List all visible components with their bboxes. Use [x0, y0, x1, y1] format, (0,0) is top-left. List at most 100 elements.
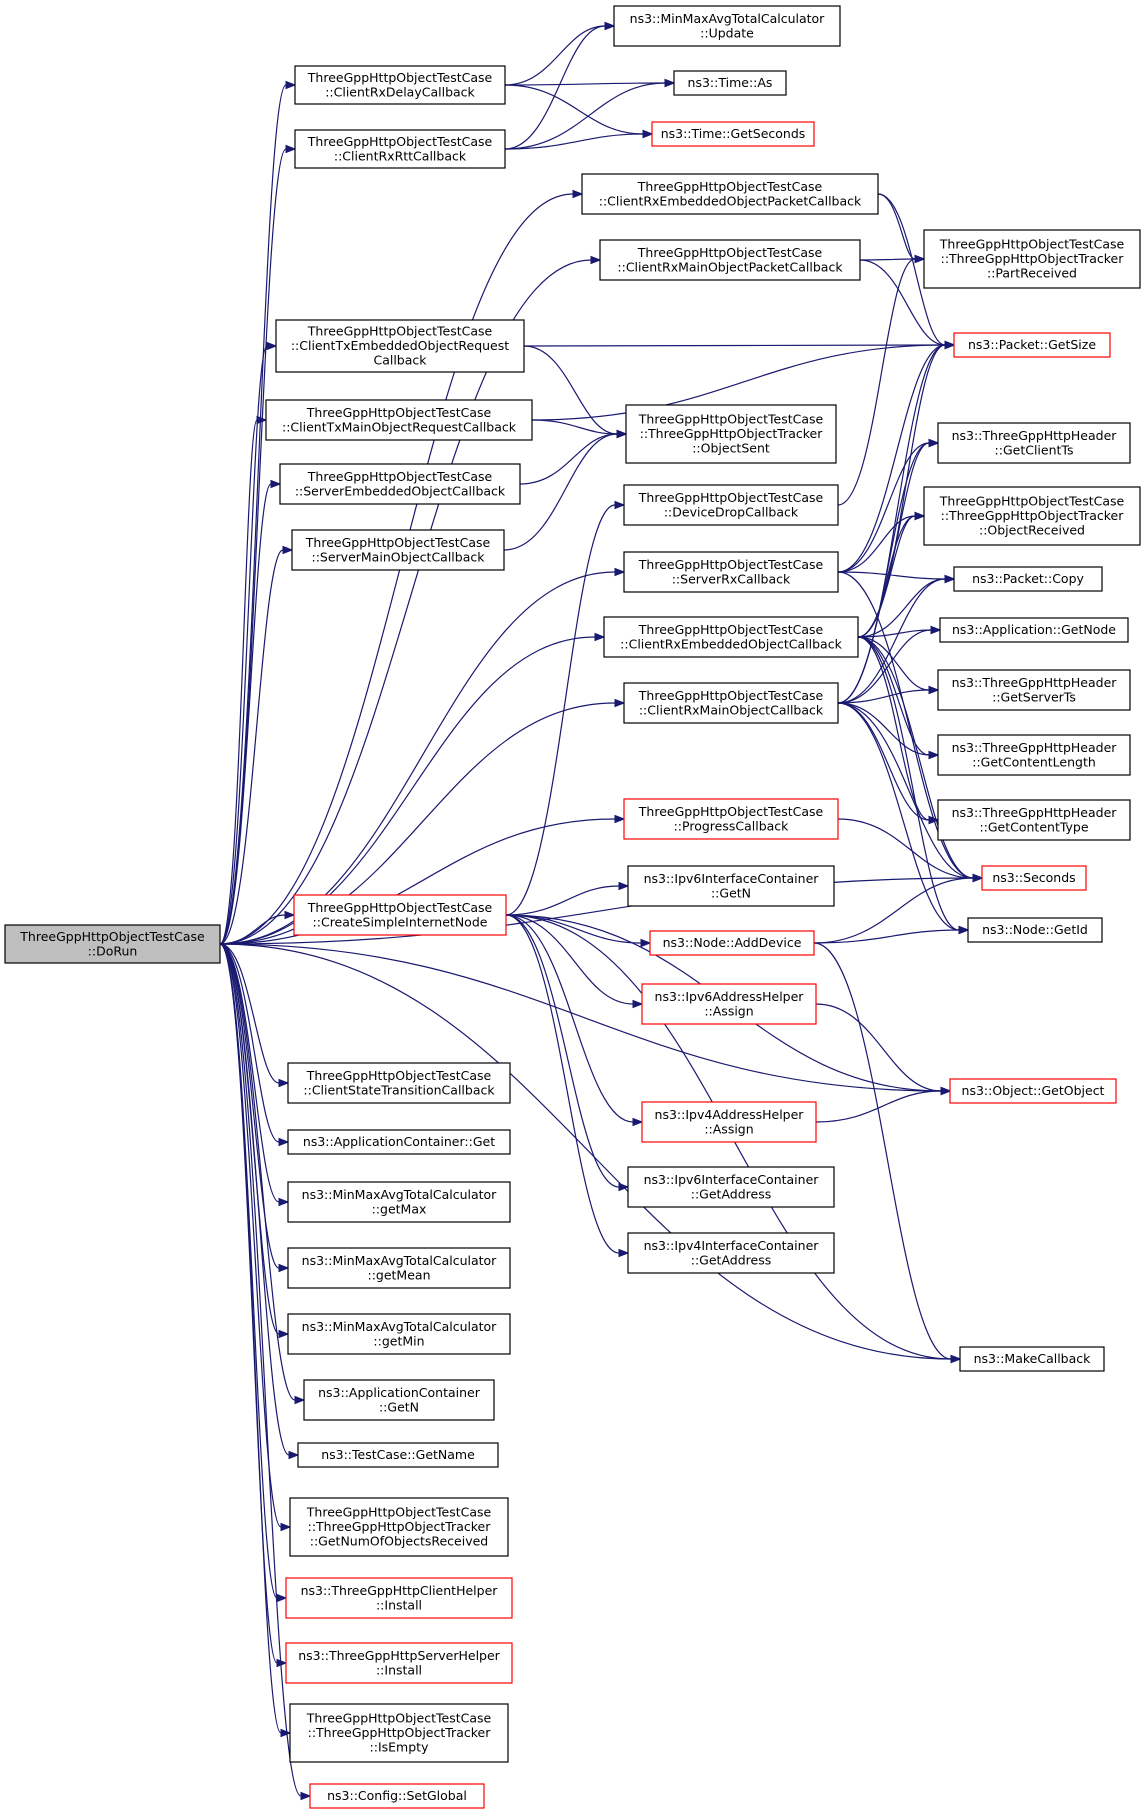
node-node-add-device[interactable]: ns3::Node::AddDevice: [649, 930, 815, 956]
edge-dorun-to-make-callback: [219, 943, 952, 1360]
node-label: ThreeGppHttpObjectTestCase: [306, 1068, 492, 1083]
node-client-helper-install[interactable]: ns3::ThreeGppHttpClientHelper::Install: [285, 1577, 513, 1619]
node-label: ::Install: [376, 1662, 422, 1677]
node-object-received[interactable]: ThreeGppHttpObjectTestCase::ThreeGppHttp…: [923, 486, 1141, 546]
edge-arrowhead: [572, 189, 584, 199]
edge-arrowhead: [604, 21, 616, 31]
node-client-rx-rtt[interactable]: ThreeGppHttpObjectTestCase::ClientRxRttC…: [294, 129, 506, 169]
edge-arrowhead: [278, 1078, 290, 1088]
node-mm-get-min[interactable]: ns3::MinMaxAvgTotalCalculator::getMin: [287, 1313, 511, 1355]
edge-progress-cb-to-seconds: [837, 818, 974, 879]
node-box: [937, 799, 1131, 841]
edge-create-node-to-device-drop: [505, 504, 616, 916]
node-label: ::GetAddress: [691, 1186, 771, 1201]
edge-dorun-to-progress-cb: [219, 818, 616, 945]
edge-arrowhead: [928, 438, 940, 448]
node-client-rx-main-pkt[interactable]: ThreeGppHttpObjectTestCase::ClientRxMain…: [599, 239, 861, 281]
node-server-rx[interactable]: ThreeGppHttpObjectTestCase::ServerRxCall…: [623, 551, 839, 593]
edge-dorun-to-config-set-global: [219, 943, 302, 1797]
node-app-cont-get[interactable]: ns3::ApplicationContainer::Get: [287, 1129, 511, 1155]
node-get-num-obj-recv[interactable]: ThreeGppHttpObjectTestCase::ThreeGppHttp…: [289, 1497, 509, 1557]
edge-server-rx-to-pkt-copy: [837, 571, 946, 580]
node-node-get-id[interactable]: ns3::Node::GetId: [967, 917, 1103, 943]
edge-arrowhead: [944, 340, 956, 350]
node-label: ::GetNumOfObjectsReceived: [310, 1534, 489, 1549]
node-ipv6-get-n[interactable]: ns3::Ipv6InterfaceContainer::GetN: [627, 865, 835, 907]
node-client-tx-emb-req[interactable]: ThreeGppHttpObjectTestCase::ClientTxEmbe…: [275, 319, 525, 373]
edge-arrowhead: [256, 415, 268, 425]
edge-client-rx-delay-to-mm-update: [504, 25, 606, 86]
edge-arrowhead: [640, 938, 652, 948]
node-server-main-obj[interactable]: ThreeGppHttpObjectTestCase::ServerMainOb…: [291, 529, 505, 571]
node-test-case-get-name[interactable]: ns3::TestCase::GetName: [297, 1442, 499, 1468]
node-label: ::getMax: [372, 1201, 427, 1216]
node-label: ThreeGppHttpObjectTestCase: [307, 900, 493, 915]
node-label: ::ThreeGppHttpObjectTracker: [640, 426, 824, 441]
node-make-callback[interactable]: ns3::MakeCallback: [959, 1346, 1105, 1372]
node-ipv6-assign[interactable]: ns3::Ipv6AddressHelper::Assign: [641, 983, 817, 1025]
node-label: ::ThreeGppHttpObjectTracker: [941, 508, 1125, 523]
node-label: ::GetAddress: [691, 1252, 771, 1267]
node-app-cont-get-n[interactable]: ns3::ApplicationContainer::GetN: [303, 1379, 495, 1421]
node-ipv4-assign[interactable]: ns3::Ipv4AddressHelper::Assign: [641, 1101, 817, 1143]
node-box: [287, 1129, 511, 1155]
edge-arrowhead: [914, 254, 926, 264]
node-device-drop[interactable]: ThreeGppHttpObjectTestCase::DeviceDropCa…: [623, 484, 839, 526]
node-label: ThreeGppHttpObjectTestCase: [638, 557, 824, 572]
node-box: [613, 5, 841, 47]
node-config-set-global[interactable]: ns3::Config::SetGlobal: [309, 1783, 485, 1809]
edge-dorun-to-client-rx-main-pkt: [219, 259, 592, 945]
node-mm-get-mean[interactable]: ns3::MinMaxAvgTotalCalculator::getMean: [287, 1247, 511, 1289]
node-progress-cb[interactable]: ThreeGppHttpObjectTestCase::ProgressCall…: [623, 798, 839, 840]
edge-arrowhead: [632, 999, 644, 1009]
node-get-content-type[interactable]: ns3::ThreeGppHttpHeader::GetContentType: [937, 799, 1131, 841]
node-box: [623, 551, 839, 593]
node-client-rx-main-obj[interactable]: ThreeGppHttpObjectTestCase::ClientRxMain…: [623, 682, 839, 724]
node-get-content-length[interactable]: ns3::ThreeGppHttpHeader::GetContentLengt…: [937, 734, 1131, 776]
node-create-node[interactable]: ThreeGppHttpObjectTestCase::CreateSimple…: [293, 894, 507, 936]
call-nodes: ThreeGppHttpObjectTestCase::DoRunThreeGp…: [4, 5, 1141, 1809]
node-box: [937, 422, 1131, 464]
edge-arrowhead: [294, 1395, 306, 1405]
edge-dorun-to-client-tx-main-req: [219, 419, 258, 945]
node-seconds[interactable]: ns3::Seconds: [981, 865, 1087, 891]
node-label: ns3::Packet::Copy: [972, 571, 1084, 586]
node-get-client-ts[interactable]: ns3::ThreeGppHttpHeader::GetClientTs: [937, 422, 1131, 464]
node-client-rx-emb-pkt[interactable]: ThreeGppHttpObjectTestCase::ClientRxEmbe…: [581, 173, 879, 215]
node-label: ::ClientTxMainObjectRequestCallback: [282, 419, 517, 434]
node-server-helper-install[interactable]: ns3::ThreeGppHttpServerHelper::Install: [285, 1642, 513, 1684]
node-get-server-ts[interactable]: ns3::ThreeGppHttpHeader::GetServerTs: [937, 669, 1131, 711]
node-object-sent[interactable]: ThreeGppHttpObjectTestCase::ThreeGppHttp…: [625, 404, 837, 464]
node-box: [923, 486, 1141, 546]
node-client-state-trans[interactable]: ThreeGppHttpObjectTestCase::ClientStateT…: [287, 1062, 511, 1104]
node-dorun[interactable]: ThreeGppHttpObjectTestCase::DoRun: [4, 924, 221, 964]
edge-client-tx-emb-req-to-object-sent: [523, 345, 618, 435]
node-ipv4-get-address[interactable]: ns3::Ipv4InterfaceContainer::GetAddress: [627, 1232, 835, 1274]
node-label: ::ServerEmbeddedObjectCallback: [295, 483, 506, 498]
node-pkt-get-size[interactable]: ns3::Packet::GetSize: [953, 332, 1111, 358]
node-box: [953, 332, 1111, 358]
node-label: ThreeGppHttpObjectTestCase: [307, 469, 493, 484]
node-is-empty[interactable]: ThreeGppHttpObjectTestCase::ThreeGppHttp…: [289, 1703, 509, 1763]
node-mm-update[interactable]: ns3::MinMaxAvgTotalCalculator::Update: [613, 5, 841, 47]
node-client-rx-emb-obj[interactable]: ThreeGppHttpObjectTestCase::ClientRxEmbe…: [603, 616, 859, 658]
node-app-get-node[interactable]: ns3::Application::GetNode: [939, 617, 1129, 643]
node-server-emb-obj[interactable]: ThreeGppHttpObjectTestCase::ServerEmbedd…: [279, 463, 521, 505]
node-label: ns3::Config::SetGlobal: [327, 1788, 467, 1803]
node-client-tx-main-req[interactable]: ThreeGppHttpObjectTestCase::ClientTxMain…: [265, 399, 533, 441]
node-label: ::ClientRxMainObjectPacketCallback: [617, 259, 843, 274]
edge-arrowhead: [928, 750, 940, 760]
edge-arrowhead: [664, 78, 676, 88]
node-time-get-seconds[interactable]: ns3::Time::GetSeconds: [651, 121, 815, 147]
node-label: ThreeGppHttpObjectTestCase: [637, 245, 823, 260]
node-pkt-copy[interactable]: ns3::Packet::Copy: [953, 566, 1103, 592]
node-part-received[interactable]: ThreeGppHttpObjectTestCase::ThreeGppHttp…: [923, 229, 1141, 289]
node-box: [291, 529, 505, 571]
node-client-rx-delay[interactable]: ThreeGppHttpObjectTestCase::ClientRxDela…: [294, 65, 506, 105]
node-mm-get-max[interactable]: ns3::MinMaxAvgTotalCalculator::getMax: [287, 1181, 511, 1223]
node-time-as[interactable]: ns3::Time::As: [673, 70, 787, 96]
node-ipv6-get-address[interactable]: ns3::Ipv6InterfaceContainer::GetAddress: [627, 1166, 835, 1208]
edge-arrowhead: [632, 1117, 644, 1127]
node-box: [937, 669, 1131, 711]
node-obj-get-object[interactable]: ns3::Object::GetObject: [949, 1078, 1117, 1104]
